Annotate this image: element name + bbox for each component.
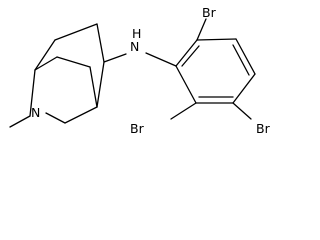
- bond: [9, 115, 31, 128]
- bond: [181, 45, 200, 67]
- bond: [170, 102, 197, 120]
- bond: [175, 65, 197, 104]
- bond: [175, 39, 198, 67]
- atom-label-h-amine: H: [132, 26, 141, 41]
- bond: [34, 56, 58, 71]
- bond: [89, 66, 98, 108]
- bond: [235, 38, 256, 75]
- atom-label-br-bottom-left: Br: [130, 121, 145, 136]
- bond: [96, 23, 105, 63]
- atom-label-br-bottom-right: Br: [256, 121, 271, 136]
- aromatic-ring: [145, 18, 256, 120]
- bond: [56, 56, 91, 68]
- bond: [232, 102, 252, 120]
- atom-label-n-bridge: N: [31, 105, 40, 120]
- bicyclic-core: [9, 23, 127, 128]
- bond: [196, 38, 237, 41]
- bond: [232, 44, 250, 76]
- bond: [54, 23, 98, 41]
- bond: [29, 69, 36, 117]
- bond: [103, 53, 127, 63]
- bond: [64, 106, 98, 124]
- bond: [145, 52, 177, 67]
- atom-label-n-amine: N: [130, 39, 139, 54]
- bond: [45, 112, 66, 124]
- chemical-structure: N N H Br Br Br: [9, 5, 271, 136]
- bond: [34, 39, 56, 71]
- bond: [232, 73, 256, 104]
- bond: [96, 61, 105, 108]
- atom-label-br-top: Br: [202, 5, 217, 20]
- bond: [196, 18, 207, 41]
